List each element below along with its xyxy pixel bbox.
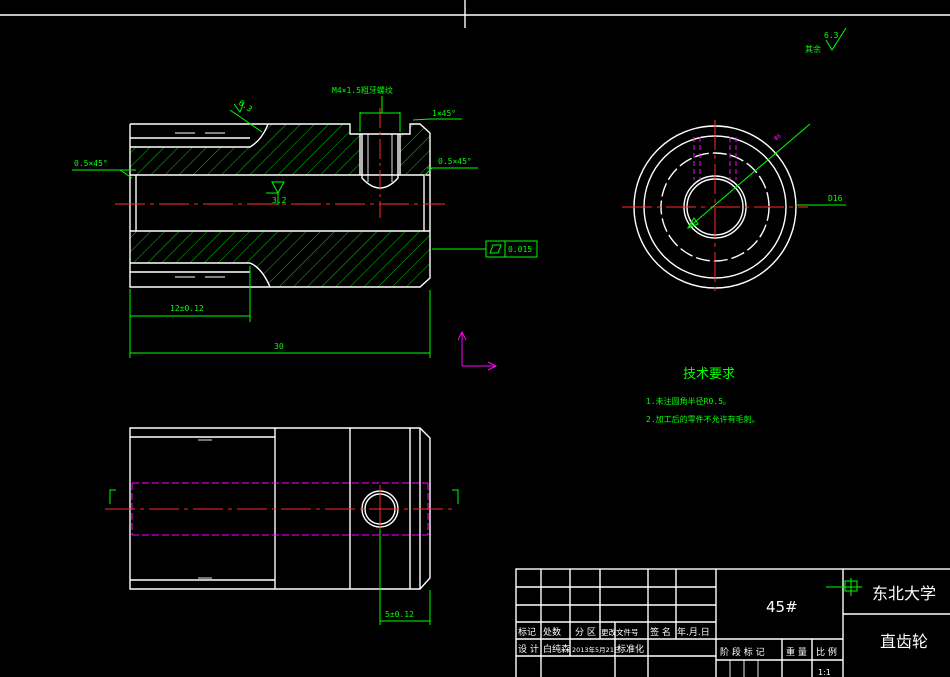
- chamfer-top-label: 1×45°: [432, 109, 456, 118]
- header-count: 处数: [543, 626, 561, 638]
- section-centerlines: [115, 108, 445, 218]
- dim-30: 30: [274, 342, 284, 351]
- drawing-frame: [0, 0, 950, 28]
- roughness-corner-value: 6.3: [824, 31, 839, 40]
- flatness-value: 0.015: [508, 245, 532, 254]
- header-change-doc: 更改文件号: [601, 627, 639, 637]
- section-dimensions: M4×1.5粗牙螺纹 1×45° 0.5×45° 0.5×45° 3.2 6.3…: [72, 85, 538, 358]
- side-view: Φ6 D16: [622, 120, 846, 295]
- header-zone: 分 区: [575, 627, 596, 638]
- hatch-top-right: [400, 124, 430, 175]
- scale-value: 1:1: [818, 668, 831, 677]
- weight-label: 重 量: [786, 646, 807, 658]
- tech-req-title: 技术要求: [683, 367, 735, 382]
- roughness-corner-label: 其余: [805, 44, 821, 54]
- thread-note: M4×1.5粗牙螺纹: [332, 85, 393, 95]
- tech-req-item-2: 2.加工后的零件不允许有毛刺。: [646, 414, 760, 424]
- part-name: 直齿轮: [880, 632, 928, 651]
- roughness-corner-symbol: 其余 6.3: [805, 27, 847, 54]
- stage-mark-label: 阶 段 标 记: [720, 646, 765, 658]
- dim-5: 5±0.12: [385, 610, 414, 619]
- hatch-top: [130, 124, 360, 175]
- section-view: [129, 123, 431, 288]
- designer-name: 白纯森: [543, 643, 570, 655]
- bottom-view: 5±0.12: [105, 427, 459, 625]
- material-label: 45#: [766, 598, 798, 616]
- header-date: 年.月.日: [677, 626, 710, 638]
- scale-label: 比 例: [816, 646, 837, 658]
- dim-12: 12±0.12: [170, 304, 204, 313]
- ucs-icon: [457, 330, 498, 371]
- dim-d16: D16: [828, 194, 843, 203]
- dim-d6: Φ6: [773, 132, 783, 142]
- standardization-label: 标准化: [617, 643, 644, 655]
- header-sign: 签 名: [650, 626, 671, 638]
- hatch-bottom: [130, 231, 430, 287]
- design-label: 设 计: [518, 643, 539, 655]
- header-mark: 标记: [518, 626, 536, 638]
- chamfer-right-label: 0.5×45°: [438, 157, 472, 166]
- tech-req-item-1: 1.未注圆角半径R0.5。: [646, 396, 731, 406]
- tech-requirements: 技术要求 1.未注圆角半径R0.5。 2.加工后的零件不允许有毛刺。: [646, 367, 760, 424]
- title-block: 45# 东北大学 直齿轮 标记 处数 分 区 更改文件号 签 名 年.月.日 设…: [515, 568, 950, 677]
- roughness-bore: 3.2: [272, 196, 287, 205]
- university-name: 东北大学: [872, 584, 936, 603]
- chamfer-left-label: 0.5×45°: [74, 159, 108, 168]
- design-date: 2013年5月21日: [572, 645, 620, 654]
